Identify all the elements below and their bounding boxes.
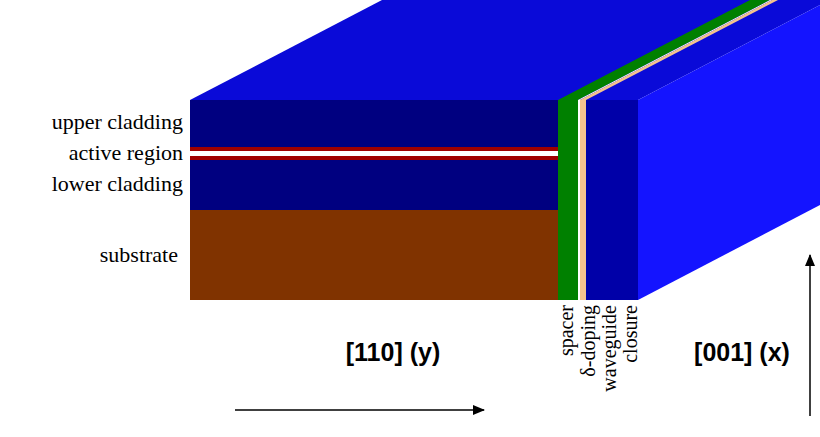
axis-label: [110] (y) <box>346 338 440 366</box>
active-layer <box>190 156 558 160</box>
layer-label: δ-doping <box>578 305 599 420</box>
layer-label: lower cladding <box>52 172 183 196</box>
layer-label: waveguide closure <box>599 305 641 420</box>
spacer-layer <box>558 100 578 300</box>
x-axis-arrow <box>809 255 811 416</box>
doping-layer <box>580 100 586 300</box>
waveguide-closure-layer <box>586 100 638 300</box>
layer-label: spacer <box>556 305 577 420</box>
thin-layer <box>578 100 580 300</box>
lower-cladding-layer <box>190 160 558 210</box>
layer-label: active region <box>69 141 183 165</box>
layer-label: upper cladding <box>52 110 183 134</box>
right-face <box>638 5 820 300</box>
y-axis-arrow <box>235 409 484 411</box>
active-layer <box>190 151 558 156</box>
active-layer <box>190 147 558 151</box>
layer-label: substrate <box>100 243 178 267</box>
axis-label: [001] (x) <box>694 338 790 366</box>
substrate-layer <box>190 210 558 300</box>
upper-cladding-layer <box>190 100 558 147</box>
